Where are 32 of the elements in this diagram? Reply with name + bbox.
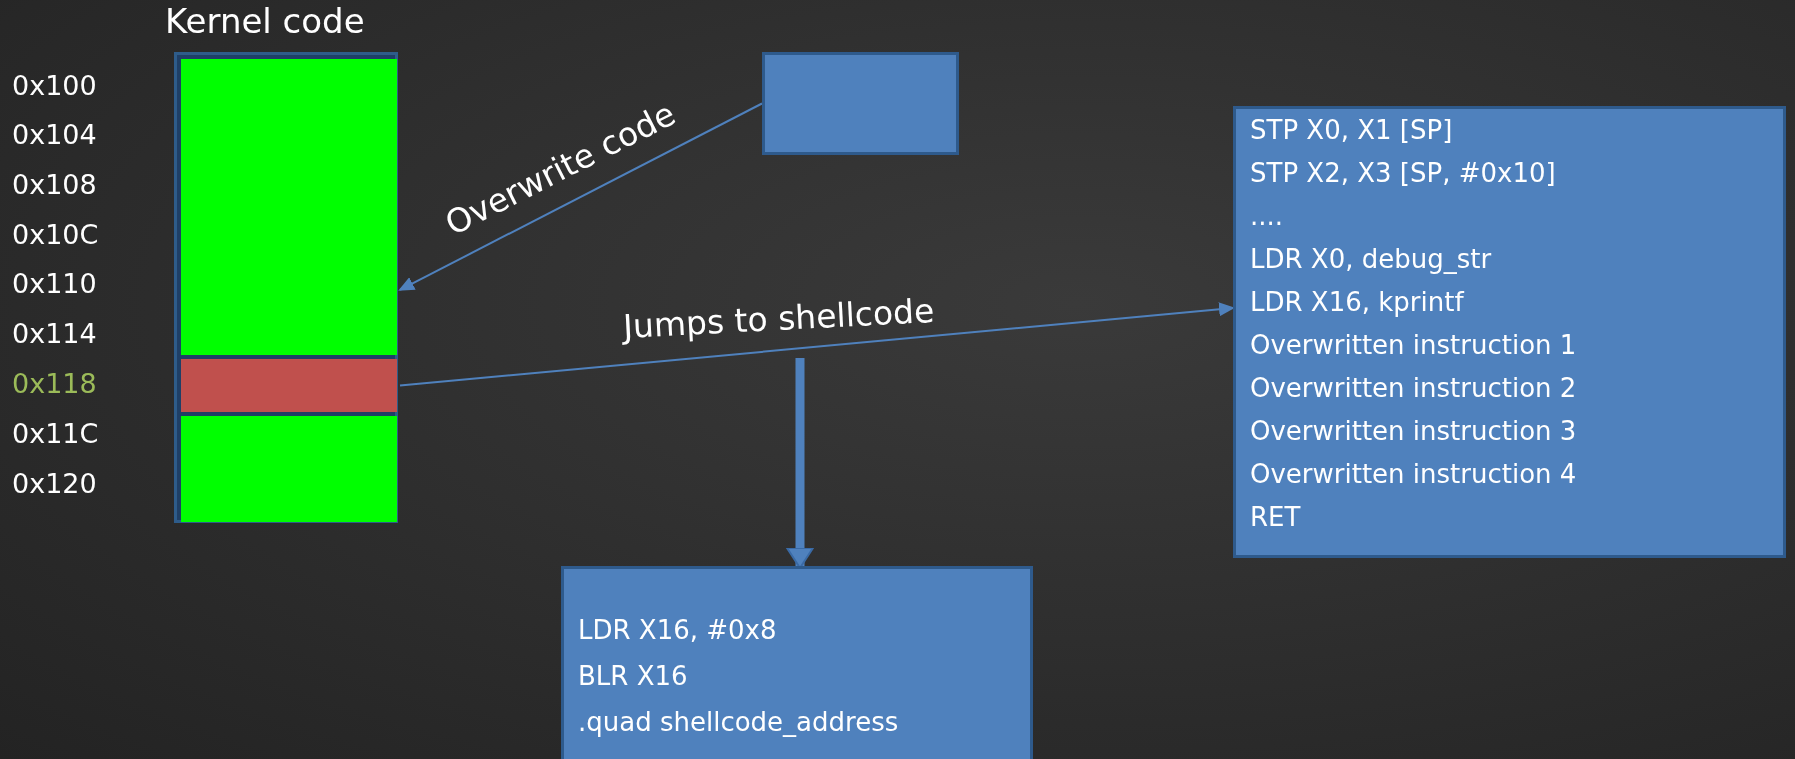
memory-address: 0x118 <box>12 369 97 399</box>
instruction-line: Overwritten instruction 3 <box>1250 415 1578 448</box>
memory-address: 0x108 <box>12 170 97 200</box>
memory-address: 0x120 <box>12 469 97 499</box>
instruction-line: STP X0, X1 [SP] <box>1250 114 1454 147</box>
code-block-box <box>1233 106 1786 558</box>
memory-address: 0x10C <box>12 220 99 250</box>
memory-segment <box>181 359 397 412</box>
instruction-line: Overwritten instruction 2 <box>1250 372 1578 405</box>
instruction-line: RET <box>1250 501 1302 534</box>
column-heading: Kernel code <box>165 1 365 41</box>
memory-segment <box>181 59 397 355</box>
code-block-box <box>561 566 1033 759</box>
memory-address: 0x100 <box>12 71 97 101</box>
instruction-line: .quad shellcode_address <box>578 706 900 739</box>
memory-address: 0x104 <box>12 120 97 150</box>
memory-address: 0x110 <box>12 269 97 299</box>
memory-address: 0x114 <box>12 319 97 349</box>
memory-segment <box>181 416 397 522</box>
instruction-line: Overwritten instruction 4 <box>1250 458 1578 491</box>
memory-address: 0x11C <box>12 419 99 449</box>
instruction-line: LDR X16, kprintf <box>1250 286 1466 319</box>
arrow <box>398 102 763 291</box>
instruction-line: LDR X0, debug_str <box>1250 243 1493 276</box>
instruction-line: Overwritten instruction 1 <box>1250 329 1578 362</box>
instruction-line: .... <box>1250 200 1285 233</box>
instruction-line: LDR X16, #0x8 <box>578 614 778 647</box>
process-box <box>762 52 959 155</box>
edge-label: Jumps to shellcode <box>621 290 935 346</box>
arrow <box>399 302 1235 387</box>
instruction-line: STP X2, X3 [SP, #0x10] <box>1250 157 1557 190</box>
instruction-line: BLR X16 <box>578 660 689 693</box>
